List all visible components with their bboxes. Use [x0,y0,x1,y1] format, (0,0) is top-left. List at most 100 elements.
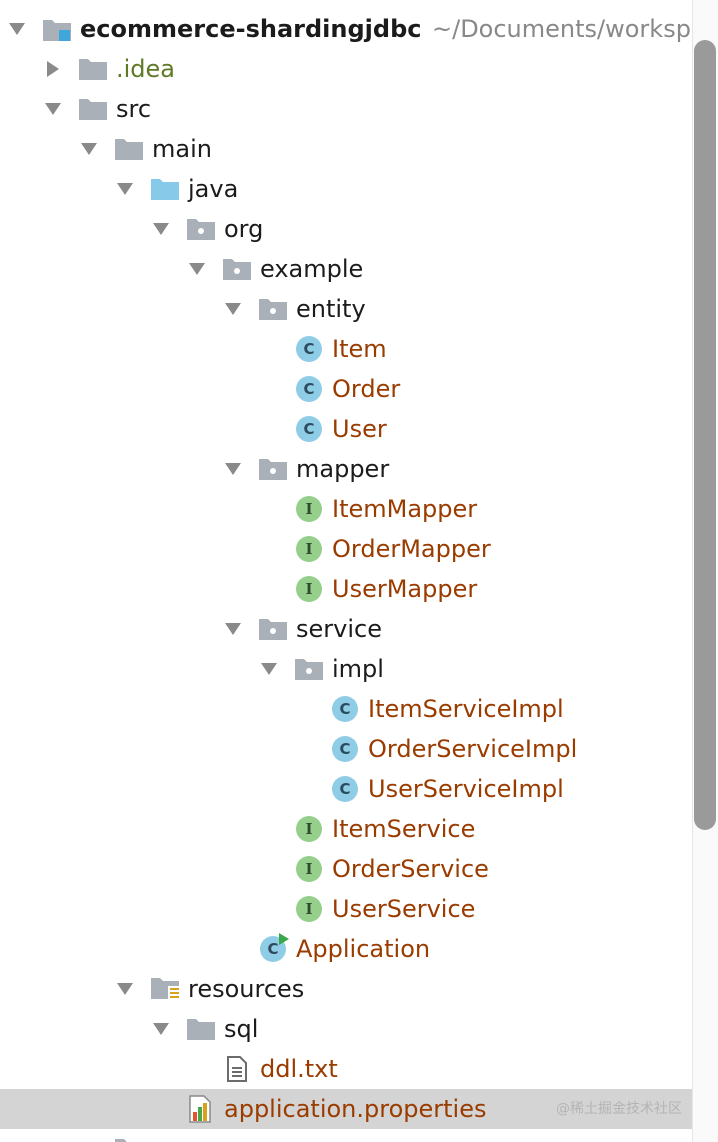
tree-row-order-mapper[interactable]: I OrderMapper [0,529,692,569]
tree-row-application[interactable]: C Application [0,929,692,969]
tree-label: impl [332,655,384,683]
project-name: ecommerce-shardingjdbc [80,15,422,43]
class-badge: C [332,736,358,762]
tree-row-item-service[interactable]: I ItemService [0,809,692,849]
tree-row-sql[interactable]: sql [0,1009,692,1049]
tree-row-src[interactable]: src [0,89,692,129]
interface-icon: I [294,534,324,564]
folder-icon [78,94,108,124]
interface-icon: I [294,814,324,844]
tree-row-item-mapper[interactable]: I ItemMapper [0,489,692,529]
class-badge: C [296,336,322,362]
tree-row-order-service-impl[interactable]: C OrderServiceImpl [0,729,692,769]
tree-row-java[interactable]: java [0,169,692,209]
project-path: ~/Documents/workspace [432,15,692,43]
expand-arrow-icon[interactable] [222,298,244,320]
tree-row-project-root[interactable]: ecommerce-shardingjdbc ~/Documents/works… [0,9,692,49]
interface-icon: I [294,494,324,524]
tree-row-mapper[interactable]: mapper [0,449,692,489]
tree-label: ItemServiceImpl [368,695,564,723]
tree-label: resources [188,975,305,1003]
tree-label: service [296,615,382,643]
tree-row-application-properties[interactable]: application.properties [0,1089,692,1129]
tree-label: UserMapper [332,575,478,603]
expand-arrow-icon[interactable] [150,1018,172,1040]
class-badge: C [296,376,322,402]
expand-arrow-icon[interactable] [258,658,280,680]
collapse-arrow-icon[interactable] [42,58,64,80]
expand-arrow-icon[interactable] [42,98,64,120]
expand-arrow-icon[interactable] [78,138,100,160]
tree-row-user-service-impl[interactable]: C UserServiceImpl [0,769,692,809]
class-icon: C [294,414,324,444]
tree-row-item-class[interactable]: C Item [0,329,692,369]
tree-label: sql [224,1015,259,1043]
tree-row-main[interactable]: main [0,129,692,169]
source-folder-icon [150,174,180,204]
tree-label: User [332,415,387,443]
tree-row-org[interactable]: org [0,209,692,249]
runnable-class-icon: C [258,933,289,964]
resources-folder-icon [150,974,180,1004]
tree-label: ItemService [332,815,476,843]
folder-icon [114,134,144,164]
text-file-icon [222,1054,252,1084]
tree-label: UserServiceImpl [368,775,564,803]
vertical-scrollbar-thumb[interactable] [694,40,716,830]
tree-row-order-class[interactable]: C Order [0,369,692,409]
watermark: @稀土掘金技术社区 [556,1101,682,1117]
expand-arrow-icon[interactable] [6,18,28,40]
tree-label: ddl.txt [260,1055,338,1083]
folder-icon [186,1014,216,1044]
tree-row-user-service[interactable]: I UserService [0,889,692,929]
tree-label: Order [332,375,401,403]
tree-row-item-service-impl[interactable]: C ItemServiceImpl [0,689,692,729]
expand-arrow-icon[interactable] [114,178,136,200]
expand-arrow-icon[interactable] [114,978,136,1000]
expand-arrow-icon[interactable] [222,618,244,640]
package-icon [222,254,252,284]
tree-row-ddl-file[interactable]: ddl.txt [0,1049,692,1089]
interface-badge: I [296,816,322,842]
project-tree: ecommerce-shardingjdbc ~/Documents/works… [0,9,692,1142]
class-badge: C [332,776,358,802]
tree-label: entity [296,295,366,323]
tree-row-resources[interactable]: resources [0,969,692,1009]
package-icon [294,654,324,684]
class-icon: C [330,774,360,804]
expand-arrow-icon[interactable] [186,258,208,280]
tree-row-order-service[interactable]: I OrderService [0,849,692,889]
tree-label: main [152,135,212,163]
class-icon: C [294,334,324,364]
tree-label: example [260,255,364,283]
package-icon [258,454,288,484]
expand-arrow-icon[interactable] [222,458,244,480]
interface-badge: I [296,896,322,922]
tree-label: .idea [116,55,176,83]
tree-row-service[interactable]: service [0,609,692,649]
tree-label: Application [296,935,431,963]
tree-label: src [116,95,152,123]
interface-badge: I [296,496,322,522]
class-icon: C [330,734,360,764]
tree-label: Item [332,335,387,363]
folder-icon [114,1134,144,1142]
tree-row-idea[interactable]: .idea [0,49,692,89]
tree-row-user-mapper[interactable]: I UserMapper [0,569,692,609]
tree-row-partial[interactable] [0,1129,692,1142]
expand-arrow-icon[interactable] [150,218,172,240]
tree-label: OrderServiceImpl [368,735,578,763]
interface-badge: I [296,856,322,882]
tree-row-example[interactable]: example [0,249,692,289]
class-icon: C [294,374,324,404]
properties-file-icon [186,1094,216,1124]
tree-row-user-class[interactable]: C User [0,409,692,449]
expand-arrow-icon[interactable] [78,1138,100,1142]
interface-icon: I [294,894,324,924]
class-badge: C [296,416,322,442]
tree-row-entity[interactable]: entity [0,289,692,329]
tree-row-impl[interactable]: impl [0,649,692,689]
package-icon [258,294,288,324]
class-icon: C [330,694,360,724]
run-triangle-icon [279,933,289,945]
